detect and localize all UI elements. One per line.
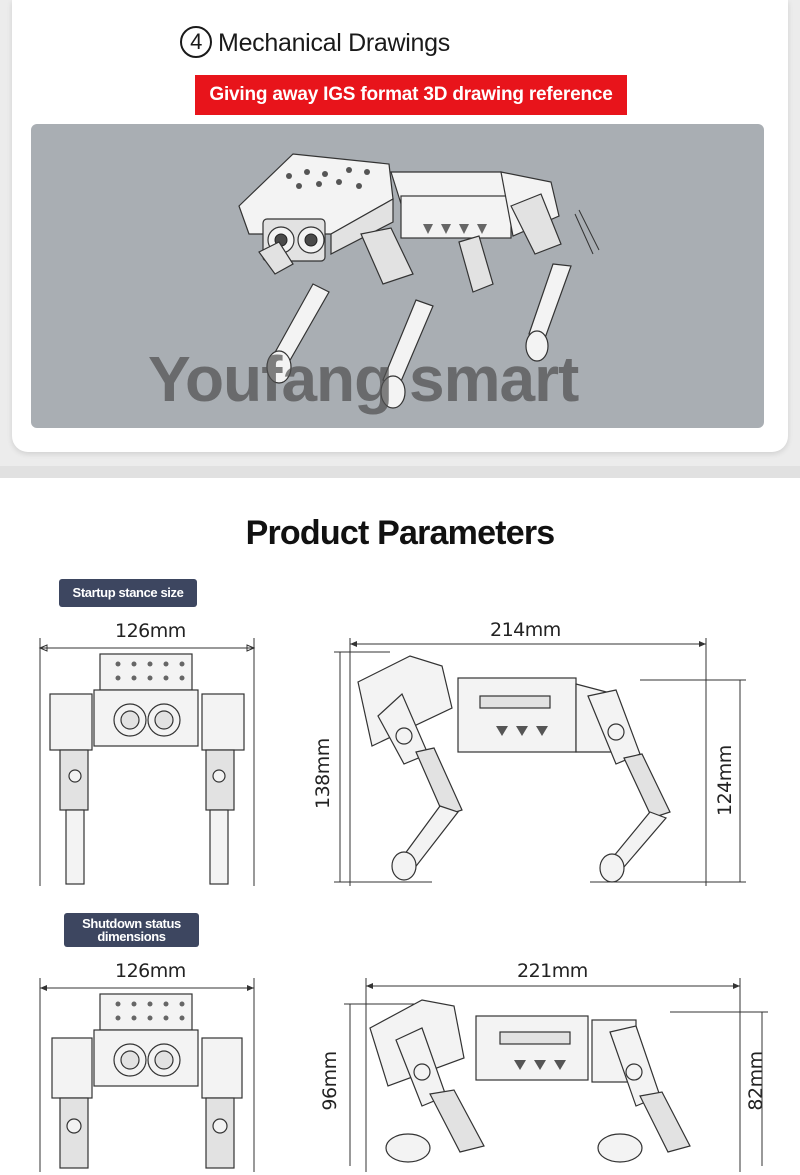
startup-side-length: 214mm bbox=[490, 619, 561, 641]
shutdown-tag-line1: Shutdown status bbox=[82, 916, 181, 931]
section-number-badge: 4 bbox=[180, 26, 213, 58]
shutdown-front-width: 126mm bbox=[115, 960, 186, 982]
watermark-text: Youfang smart bbox=[148, 343, 579, 415]
startup-front-view-drawing bbox=[38, 638, 256, 886]
startup-front-width: 126mm bbox=[115, 620, 186, 642]
igs-banner: Giving away IGS format 3D drawing refere… bbox=[195, 75, 627, 115]
shutdown-tag-line2: dimensions bbox=[97, 929, 166, 944]
robot-dog-render: Youfang smart bbox=[31, 124, 764, 428]
section-divider bbox=[0, 466, 800, 478]
startup-side-view-drawing bbox=[334, 638, 746, 886]
section-title: Mechanical Drawings bbox=[218, 29, 450, 57]
shutdown-dimensions-tag: Shutdown status dimensions bbox=[64, 913, 199, 947]
shutdown-side-view-drawing bbox=[344, 978, 768, 1172]
robot-dog-3d-illustration bbox=[238, 153, 600, 409]
params-title: Product Parameters bbox=[245, 514, 556, 552]
shutdown-front-view-drawing bbox=[39, 978, 255, 1172]
shutdown-side-length: 221mm bbox=[517, 960, 588, 982]
startup-stance-tag: Startup stance size bbox=[59, 579, 197, 607]
